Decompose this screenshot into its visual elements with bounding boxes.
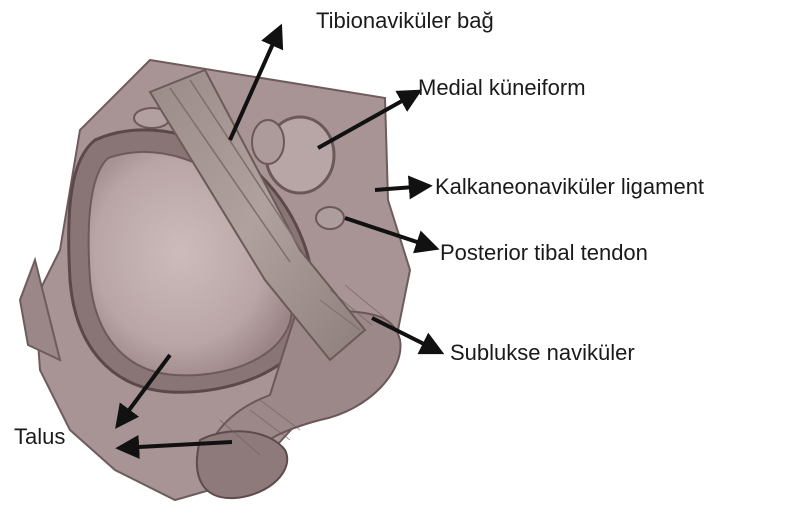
- label-calcaneonavicular: Kalkaneonaviküler ligament: [435, 174, 704, 199]
- label-medial-cuneiform: Medial küneiform: [418, 75, 586, 100]
- label-posterior-tibial: Posterior tibal tendon: [440, 240, 648, 265]
- label-talus: Talus: [14, 424, 65, 449]
- label-tibionavicular: Tibionaviküler bağ: [316, 8, 494, 33]
- label-subluxed-navicular: Sublukse naviküler: [450, 340, 635, 365]
